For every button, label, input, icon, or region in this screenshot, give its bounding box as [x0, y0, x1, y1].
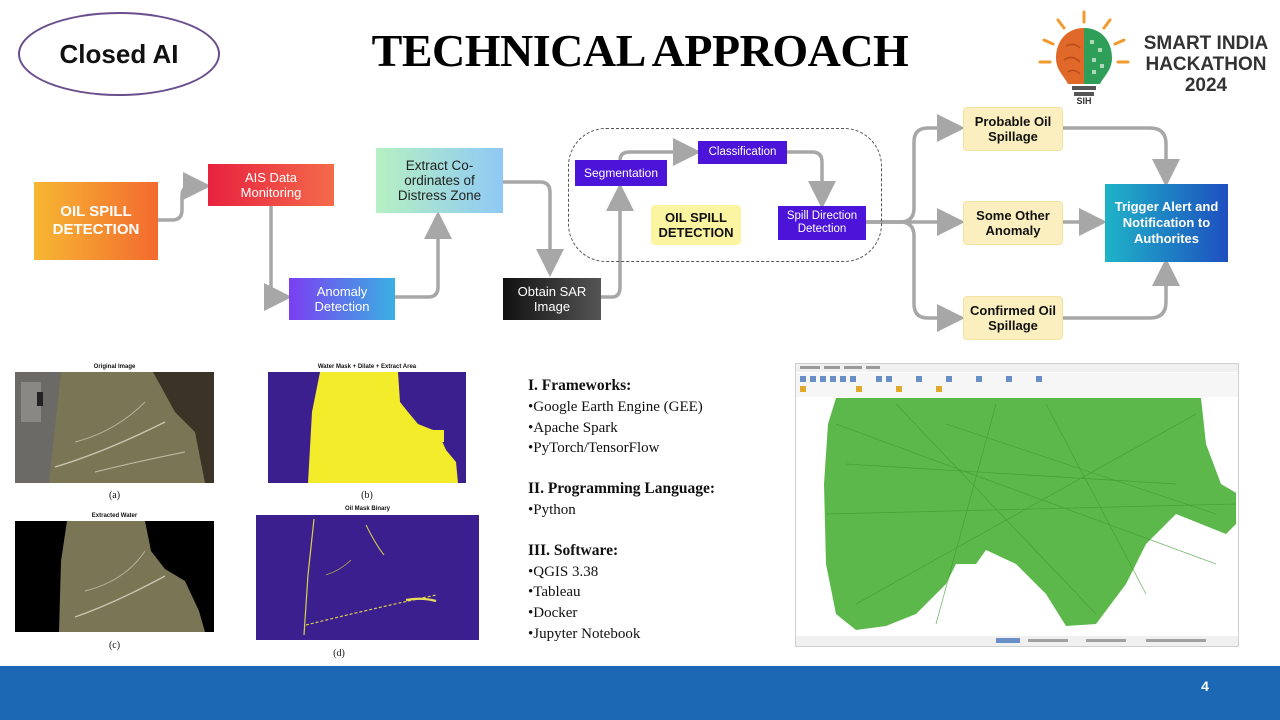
node-zone-label-text: OIL SPILL DETECTION	[658, 210, 734, 240]
node-confirmed-oil: Confirmed Oil Spillage	[963, 296, 1063, 340]
page-number: 4	[1201, 678, 1209, 694]
figure-c-title: Extracted Water	[91, 513, 138, 519]
figure-a-title: Original Image	[93, 364, 136, 370]
frameworks-heading: I. Frameworks:	[528, 377, 632, 394]
node-spill-direction: Spill Direction Detection	[778, 206, 866, 240]
node-oil-spill-detection: OIL SPILL DETECTION	[34, 182, 158, 260]
arrow-ais-to-anomaly	[264, 206, 292, 311]
figure-d-caption: (d)	[333, 648, 345, 659]
language-item: •Python	[528, 501, 576, 518]
framework-item: •Google Earth Engine (GEE)	[528, 398, 703, 415]
node-classification-label: Classification	[708, 146, 777, 158]
footer-bar	[0, 666, 1280, 720]
arrow-sar-to-segmentation	[601, 183, 634, 299]
node-confirmed-oil-label: Confirmed Oil Spillage	[970, 303, 1056, 333]
framework-item: •PyTorch/TensorFlow	[528, 440, 660, 457]
node-trigger-alert: Trigger Alert and Notification to Author…	[1105, 184, 1228, 262]
node-oil-spill-detection-label: OIL SPILL DETECTION	[52, 203, 140, 238]
detection-zone-boundary	[568, 128, 882, 262]
figure-c-extracted-water-image	[15, 521, 214, 632]
node-classification: Classification	[698, 141, 787, 164]
flowchart-connectors	[158, 114, 1180, 332]
sih-text-line-2: HACKATHON	[1145, 54, 1267, 75]
arrow-detection-to-ais	[158, 172, 211, 222]
team-name: Closed AI	[59, 38, 179, 69]
figure-b-title: Water Mask + Dilate + Extract Area	[317, 364, 417, 370]
node-zone-label: OIL SPILL DETECTION	[651, 205, 741, 245]
software-item: •Tableau	[528, 584, 581, 601]
tech-stack: I. Frameworks: •Google Earth Engine (GEE…	[528, 376, 778, 645]
software-item: •Docker	[528, 605, 578, 622]
node-trigger-alert-label: Trigger Alert and Notification to Author…	[1114, 199, 1219, 246]
node-other-anomaly: Some Other Anomaly	[963, 201, 1063, 245]
node-segmentation: Segmentation	[575, 160, 667, 186]
node-spill-direction-label: Spill Direction Detection	[786, 210, 858, 235]
sih-badge-text: SIH	[1076, 96, 1092, 106]
node-other-anomaly-label: Some Other Anomaly	[976, 208, 1050, 238]
sih-text-line-3: 2024	[1184, 75, 1228, 96]
arrow-confirmed-to-alert	[1063, 258, 1180, 320]
figure-c-caption: (c)	[108, 640, 121, 651]
software-item: •Jupyter Notebook	[528, 625, 641, 642]
node-ais-monitoring-label: AIS Data Monitoring	[240, 170, 302, 200]
figure-d-title: Oil Mask Binary	[344, 506, 391, 512]
software-item: •QGIS 3.38	[528, 563, 599, 580]
languages-heading: II. Programming Language:	[528, 480, 716, 498]
node-probable-oil-label: Probable Oil Spillage	[974, 114, 1052, 144]
page-title: TECHNICAL APPROACH	[371, 25, 909, 76]
software-heading: III. Software:	[528, 541, 619, 559]
figure-a-original-image	[15, 372, 214, 483]
node-anomaly-detection: Anomaly Detection	[289, 278, 395, 320]
arrow-direction-to-confirmed	[866, 220, 965, 332]
node-extract-coordinates-label: Extract Co-ordinates of Distress Zone	[397, 158, 482, 203]
node-obtain-sar: Obtain SAR Image	[503, 278, 601, 320]
lightbulb-brain-icon	[1038, 10, 1130, 96]
framework-item: •Apache Spark	[528, 419, 618, 436]
sih-logo: SIH	[1036, 10, 1136, 110]
node-segmentation-label: Segmentation	[583, 165, 659, 180]
sih-logo-text: SMART INDIA HACKATHON 2024	[1136, 33, 1276, 96]
figure-b-water-mask-image	[268, 372, 466, 483]
arrow-segmentation-to-classification	[618, 138, 701, 166]
node-ais-monitoring: AIS Data Monitoring	[208, 164, 334, 206]
figure-a-caption: (a)	[108, 490, 121, 501]
figure-d-oil-mask-image	[256, 515, 479, 640]
node-anomaly-detection-label: Anomaly Detection	[314, 284, 370, 314]
arrow-anomaly-to-extract	[395, 211, 452, 299]
arrow-classification-to-direction	[787, 150, 836, 209]
sih-text-line-1: SMART INDIA	[1143, 33, 1269, 54]
qgis-map-screenshot	[795, 363, 1239, 647]
node-obtain-sar-label: Obtain SAR Image	[517, 284, 587, 314]
node-probable-oil: Probable Oil Spillage	[963, 107, 1063, 151]
arrow-extract-to-sar	[503, 180, 564, 277]
node-extract-coordinates: Extract Co-ordinates of Distress Zone	[376, 148, 503, 213]
arrow-probable-to-alert	[1063, 126, 1180, 187]
team-name-badge: Closed AI	[18, 12, 220, 96]
figure-b-caption: (b)	[361, 490, 373, 501]
